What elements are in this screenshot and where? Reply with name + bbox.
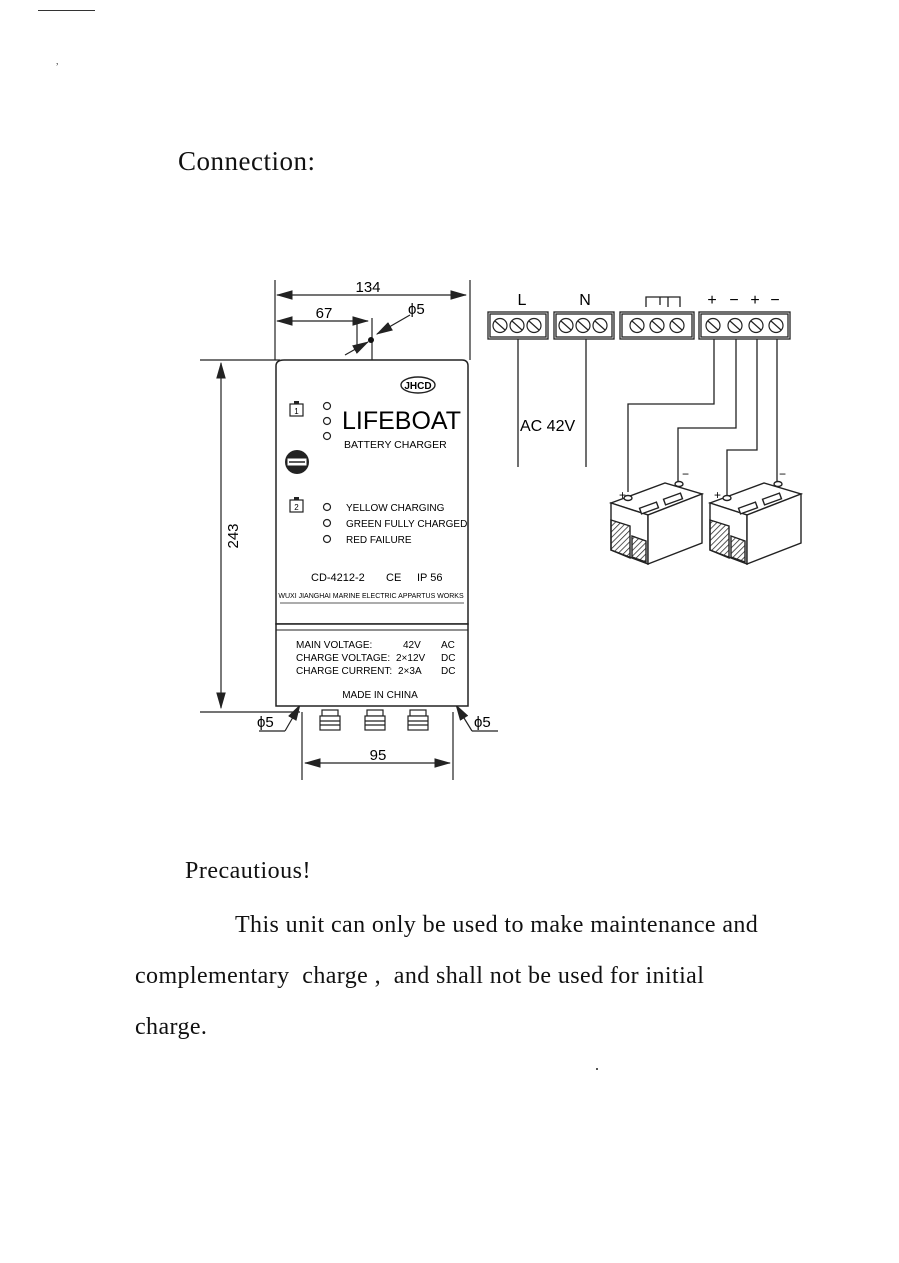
battery1-minus: −	[682, 467, 689, 481]
origin-label: MADE IN CHINA	[342, 690, 418, 701]
channel-1-number: 1	[294, 407, 299, 416]
led-1	[322, 401, 332, 411]
battery-wires	[627, 339, 778, 495]
spec-charge-current-label: CHARGE CURRENT:	[296, 666, 392, 677]
ce-mark: CE	[386, 572, 401, 584]
jhcd-logo	[400, 376, 436, 394]
subtitle-label: BATTERY CHARGER	[344, 439, 447, 451]
scan-speck: ,	[56, 56, 59, 67]
connection-diagram: 134 67 ϕ5 243 ϕ5 ϕ5 95 JHCD 1 LIFEBOAT B…	[200, 279, 804, 780]
precaution-paragraph: This unit can only be used to make maint…	[135, 900, 825, 1053]
led-2	[322, 416, 332, 426]
battery-2-icon	[707, 480, 804, 566]
dim-243-label: 243	[225, 523, 242, 548]
dim-hole-left-label: ϕ5	[257, 714, 274, 731]
legend-green: GREEN FULLY CHARGED	[346, 519, 467, 530]
paragraph-line-3: charge.	[135, 1014, 208, 1040]
paragraph-line-2: complementary charge , and shall not be …	[135, 963, 705, 989]
channel-2-number: 2	[294, 503, 299, 512]
polarity-2: −	[729, 292, 738, 309]
polarity-1: +	[707, 292, 716, 309]
legend-yellow: YELLOW CHARGING	[346, 503, 445, 514]
spec-charge-voltage-label: CHARGE VOLTAGE:	[296, 653, 390, 664]
terminal-L-label: L	[518, 292, 527, 309]
spec-charge-current-value: 2×3A	[398, 666, 422, 677]
logo-text: JHCD	[404, 381, 431, 392]
battery-1-icon	[608, 480, 705, 566]
dim-hole-right-label: ϕ5	[474, 714, 491, 731]
charger-device: JHCD 1 LIFEBOAT BATTERY CHARGER 2 YELLOW…	[275, 359, 469, 731]
spec-main-voltage-unit: AC	[441, 640, 455, 651]
spec-main-voltage-label: MAIN VOLTAGE:	[296, 640, 372, 651]
relay-contact-icon	[645, 296, 681, 307]
legend-led-yellow	[322, 502, 332, 512]
polarity-3: +	[750, 292, 759, 309]
dim-hole-top-label: ϕ5	[408, 301, 425, 318]
paragraph-line-1: This unit can only be used to make maint…	[235, 912, 759, 938]
top-rule	[38, 10, 95, 11]
legend-led-red	[322, 534, 332, 544]
dim-67-label: 67	[316, 305, 333, 322]
dim-134-label: 134	[355, 279, 380, 296]
battery2-plus: +	[714, 488, 721, 502]
battery2-minus: −	[779, 467, 786, 481]
ip-rating: IP 56	[417, 572, 443, 584]
maker-label: WUXI JIANGHAI MARINE ELECTRIC APPARTUS W…	[278, 593, 464, 600]
spec-charge-current-unit: DC	[441, 666, 455, 677]
legend-led-green	[322, 518, 332, 528]
dim-95-label: 95	[370, 747, 387, 764]
supply-label: AC 42V	[520, 418, 575, 435]
polarity-4: −	[770, 292, 779, 309]
model-label: CD-4212-2	[311, 572, 365, 584]
cable-glands	[319, 709, 429, 731]
scan-dot	[596, 1068, 598, 1070]
terminal-screws	[492, 317, 784, 334]
top-mounting-hole	[368, 337, 374, 343]
legend-red: RED FAILURE	[346, 535, 412, 546]
dimension-lines	[200, 280, 498, 780]
supply-wires	[517, 339, 587, 467]
spec-charge-voltage-unit: DC	[441, 653, 455, 664]
spec-charge-voltage-value: 2×12V	[396, 653, 426, 664]
led-3	[322, 431, 332, 441]
terminal-N-label: N	[579, 292, 591, 309]
battery1-plus: +	[619, 488, 626, 502]
brand-label: LIFEBOAT	[342, 407, 461, 435]
connection-heading: Connection:	[178, 146, 316, 176]
precaution-heading: Precautious!	[185, 858, 311, 884]
spec-main-voltage-value: 42V	[403, 640, 421, 651]
